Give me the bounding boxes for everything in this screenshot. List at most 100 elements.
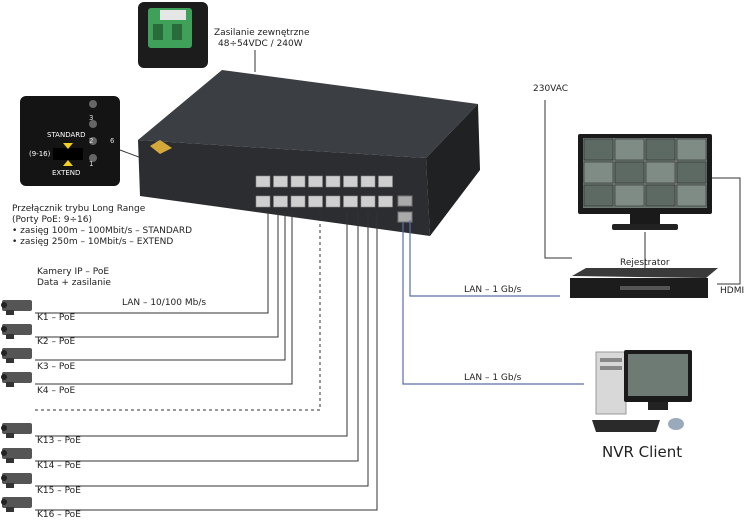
switch-ports — [255, 175, 393, 208]
monitor-camera-cell — [676, 138, 707, 161]
camera-mount-icon — [6, 310, 14, 315]
camera-lens-icon — [1, 425, 7, 431]
camera-mount-icon — [6, 483, 14, 488]
switch-port — [343, 175, 358, 188]
switch-port — [290, 195, 306, 208]
switch-port — [290, 175, 306, 188]
camera-label-k14: K14 – PoE — [37, 461, 81, 471]
camera-icon — [2, 448, 32, 459]
switch-port — [378, 175, 393, 188]
camera-wire — [35, 212, 279, 338]
lan-uplink-client-label: LAN – 1 Gb/s — [464, 373, 522, 383]
switch-port — [255, 195, 271, 208]
mode-ports: (Porty PoE: 9÷16) — [12, 215, 92, 225]
camera-icon — [2, 324, 32, 335]
camera-lens-icon — [1, 326, 7, 332]
camera-wire — [35, 212, 321, 411]
camera-label-k1: K1 – PoE — [37, 313, 76, 323]
monitor-camera-cell — [645, 184, 676, 207]
camera-wire — [35, 212, 378, 511]
mode-selector-zoom — [20, 96, 120, 186]
lan-cameras-label: LAN – 10/100 Mb/s — [122, 298, 207, 308]
uplink-wiring — [402, 100, 741, 385]
mode-item-extend: • zasięg 250m – 10Mbit/s – EXTEND — [12, 237, 174, 247]
zoom-num-3: 3 — [89, 114, 94, 122]
camera-icon — [2, 473, 32, 484]
cameras-header-line2: Data + zasilanie — [37, 278, 111, 288]
camera-mount-icon — [6, 507, 14, 512]
camera-label-k2: K2 – PoE — [37, 337, 76, 347]
switch-port — [255, 175, 271, 188]
camera-lens-icon — [1, 450, 7, 456]
camera-wire — [35, 212, 348, 437]
camera-lens-icon — [1, 350, 7, 356]
camera-mount-icon — [6, 433, 14, 438]
camera-icon — [2, 348, 32, 359]
cameras-header-line1: Kamery IP – PoE — [37, 267, 110, 277]
camera-wire — [35, 212, 286, 361]
switch-port — [273, 175, 288, 188]
monitor-camera-cell — [645, 161, 676, 184]
power-label-line2: 48÷54VDC / 240W — [218, 39, 303, 49]
switch-port — [325, 175, 341, 188]
zoom-num-6: 6 — [110, 137, 115, 145]
camera-icon — [2, 423, 32, 434]
camera-wire — [35, 212, 359, 462]
mode-title: Przełącznik trybu Long Range — [12, 204, 146, 214]
camera-mount-icon — [6, 382, 14, 387]
camera-icon — [2, 300, 32, 311]
monitor-camera-cell — [676, 184, 707, 207]
camera-icon — [2, 497, 32, 508]
poe-switch — [138, 70, 480, 236]
monitor-camera-grid — [583, 138, 707, 207]
zoom-num-2: 2 — [89, 137, 94, 145]
camera-label-k3: K3 – PoE — [37, 362, 76, 372]
camera-wiring — [35, 212, 378, 511]
mode-item-standard: • zasięg 100m – 100Mbit/s – STANDARD — [12, 226, 193, 236]
camera-label-k4: K4 – PoE — [37, 386, 76, 396]
monitor-camera-cell — [614, 184, 645, 207]
ac-label: 230VAC — [533, 84, 569, 94]
monitor-camera-cell — [614, 161, 645, 184]
camera-mount-icon — [6, 334, 14, 339]
zoom-extend-label: EXTEND — [52, 169, 81, 177]
switch-port — [273, 195, 288, 208]
camera-icon — [2, 372, 32, 383]
switch-port — [308, 195, 323, 208]
nvr-recorder — [570, 268, 718, 298]
camera-lens-icon — [1, 302, 7, 308]
power-connector-zoom — [138, 2, 208, 68]
switch-port — [343, 195, 358, 208]
lan-uplink-recorder-label: LAN – 1 Gb/s — [464, 285, 522, 295]
monitor-camera-cell — [614, 138, 645, 161]
camera-wire — [35, 212, 269, 314]
nvr-client-label: NVR Client — [602, 443, 683, 461]
monitor-camera-cell — [583, 161, 614, 184]
monitor-camera-cell — [676, 161, 707, 184]
monitor-camera-cell — [645, 138, 676, 161]
switch-port — [325, 195, 341, 208]
switch-port — [378, 195, 393, 208]
zoom-range-label: (9-16) — [29, 150, 51, 158]
camera-label-k16: K16 – PoE — [37, 510, 81, 520]
camera-wire — [35, 212, 293, 385]
switch-port — [360, 195, 376, 208]
camera-mount-icon — [6, 358, 14, 363]
camera-wire — [35, 212, 369, 487]
hdmi-label: HDMI — [720, 286, 745, 296]
switch-port — [308, 175, 323, 188]
monitor-camera-cell — [583, 138, 614, 161]
camera-label-k13: K13 – PoE — [37, 436, 81, 446]
zoom-num-1: 1 — [89, 160, 94, 168]
camera-icons — [1, 300, 32, 512]
zoom-standard-label: STANDARD — [47, 131, 86, 139]
camera-label-k15: K15 – PoE — [37, 486, 81, 496]
monitor-camera-cell — [583, 184, 614, 207]
camera-mount-icon — [6, 458, 14, 463]
power-label-line1: Zasilanie zewnętrzne — [214, 28, 310, 38]
nvr-client-pc — [592, 350, 692, 432]
uplink-ports — [397, 195, 413, 223]
camera-lens-icon — [1, 499, 7, 505]
switch-port — [360, 175, 376, 188]
